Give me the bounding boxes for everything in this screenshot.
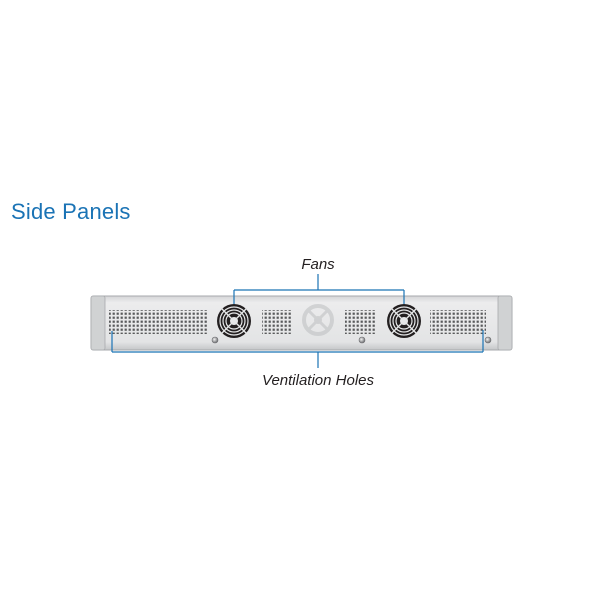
vent-group-right <box>430 310 486 334</box>
screw-icon <box>211 336 219 344</box>
fan-icon <box>387 304 421 338</box>
vent-group-left <box>109 310 207 334</box>
screw-icon <box>358 336 366 344</box>
ventilation-holes <box>109 310 486 334</box>
vent-group-center-left <box>262 310 292 334</box>
vent-group-center-right <box>345 310 375 334</box>
screw-icon <box>484 336 492 344</box>
fans-callout-label: Fans <box>301 256 335 273</box>
page-title: Side Panels <box>11 199 131 224</box>
fan-icon <box>302 304 334 336</box>
ventilation-holes-callout-line <box>111 330 484 368</box>
ventilation-holes-callout-label: Ventilation Holes <box>261 372 375 389</box>
fans-callout-line <box>233 274 405 304</box>
fan-icon <box>217 304 251 338</box>
